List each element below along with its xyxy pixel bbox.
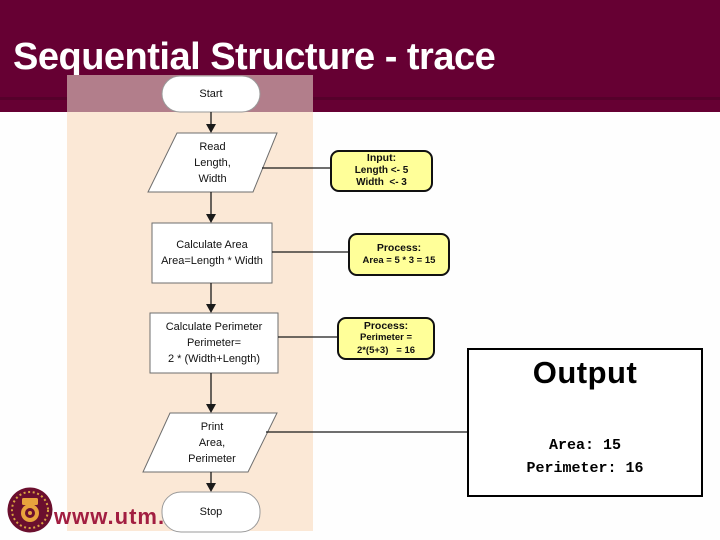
start-node-label: Start: [199, 88, 223, 100]
process-area-callout: Process: Area = 5 * 3 = 15: [348, 233, 450, 276]
calc-area-node-label: Calculate Area Area=Length * Width: [161, 239, 263, 267]
process-perimeter-callout: Process: Perimeter = 2*(5+3) = 16: [337, 317, 435, 360]
callout-line: Process:: [376, 242, 422, 254]
callout-line: Process:: [363, 319, 409, 332]
stop-node-label: Stop: [199, 506, 223, 518]
callout-line: Input:: [366, 152, 397, 165]
website-link[interactable]: www.utm.: [54, 504, 166, 529]
page-title: Sequential Structure - trace: [13, 36, 496, 78]
callout-line: Area = 5 * 3 = 15: [362, 254, 436, 266]
output-values: Area: 15 Perimeter: 16: [469, 434, 701, 480]
output-panel: Output Area: 15 Perimeter: 16: [467, 348, 703, 497]
print-node-label: Print Area, Perimeter: [188, 420, 236, 465]
callout-line: Width <- 3: [356, 177, 407, 189]
output-title: Output: [532, 355, 638, 390]
read-node-label: Read Length, Width: [194, 140, 231, 185]
title-band-divider: [0, 97, 720, 100]
callout-line: Length <- 5: [354, 164, 409, 176]
output-perimeter-value: Perimeter: 16: [526, 460, 644, 477]
output-area-value: Area: 15: [548, 437, 621, 454]
callout-line: Perimeter =: [359, 332, 413, 344]
utm-logo-icon: [7, 487, 53, 533]
calc-perimeter-node-label: Calculate Perimeter Perimeter= 2 * (Widt…: [165, 321, 263, 365]
callout-line: 2*(5+3) = 16: [356, 344, 416, 356]
input-callout: Input: Length <- 5 Width <- 3: [330, 150, 433, 192]
